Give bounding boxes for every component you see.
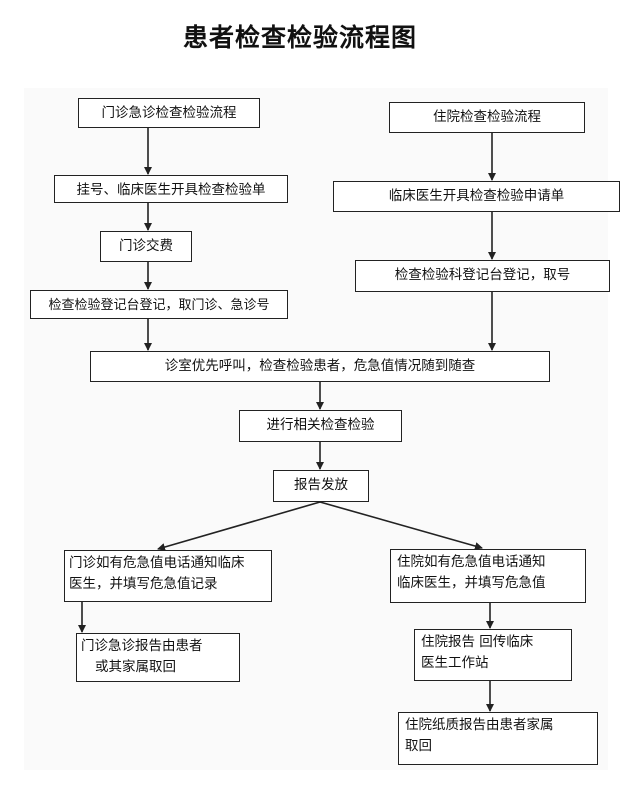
opd-critical-line2: 医生，并填写危急值记录 [69,576,218,592]
inp-critical-line1: 住院如有危急值电话通知 [397,554,546,570]
opd-register-node: 挂号、临床医生开具检查检验单 [54,175,288,203]
inp-return-line1: 住院报告 回传临床 [421,634,534,650]
inp-paper-node: 住院纸质报告由患者家属 取回 [398,712,598,765]
opd-pickup-line2: 或其家属取回 [95,659,176,675]
call-node: 诊室优先呼叫，检查检验患者，危急值情况随到随查 [90,351,550,382]
inp-critical-line2: 临床医生，并填写危急值 [397,575,546,591]
report-label: 报告发放 [294,477,348,493]
call-label: 诊室优先呼叫，检查检验患者，危急值情况随到随查 [164,358,476,374]
opd-pay-label: 门诊交费 [119,238,173,254]
page-title: 患者检查检验流程图 [182,23,417,52]
inp-request-node: 临床医生开具检查检验申请单 [333,181,620,212]
opd-desk-node: 检查检验登记台登记，取门诊、急诊号 [30,290,288,319]
inp-critical-node: 住院如有危急值电话通知 临床医生，并填写危急值 [390,549,586,603]
inp-return-line2: 医生工作站 [421,655,489,671]
inp-request-label: 临床医生开具检查检验申请单 [388,188,565,204]
report-node: 报告发放 [273,470,369,502]
inp-desk-node: 检查检验科登记台登记，取号 [355,260,610,292]
inp-start-label: 住院检查检验流程 [433,109,541,125]
opd-start-label: 门诊急诊检查检验流程 [101,105,237,121]
inp-start-node: 住院检查检验流程 [389,102,585,133]
opd-pickup-line1: 门诊急诊报告由患者 [81,638,203,654]
opd-register-label: 挂号、临床医生开具检查检验单 [76,182,266,198]
opd-start-node: 门诊急诊检查检验流程 [78,98,260,128]
arrow-report-to-opd-critical [157,501,321,551]
opd-desk-label: 检查检验登记台登记，取门诊、急诊号 [48,298,270,313]
exam-label: 进行相关检查检验 [266,417,375,433]
inp-paper-line1: 住院纸质报告由患者家属 [405,717,554,733]
opd-critical-node: 门诊如有危急值电话通知临床 医生，并填写危急值记录 [64,550,272,602]
exam-node: 进行相关检查检验 [239,410,402,442]
inp-desk-label: 检查检验科登记台登记，取号 [394,267,571,283]
inp-paper-line2: 取回 [405,738,432,754]
opd-critical-line1: 门诊如有危急值电话通知临床 [69,555,245,571]
opd-pay-node: 门诊交费 [100,231,192,262]
inp-return-node: 住院报告 回传临床 医生工作站 [414,629,572,681]
arrow-report-to-inp-critical [319,501,483,550]
opd-pickup-node: 门诊急诊报告由患者 或其家属取回 [76,633,240,682]
